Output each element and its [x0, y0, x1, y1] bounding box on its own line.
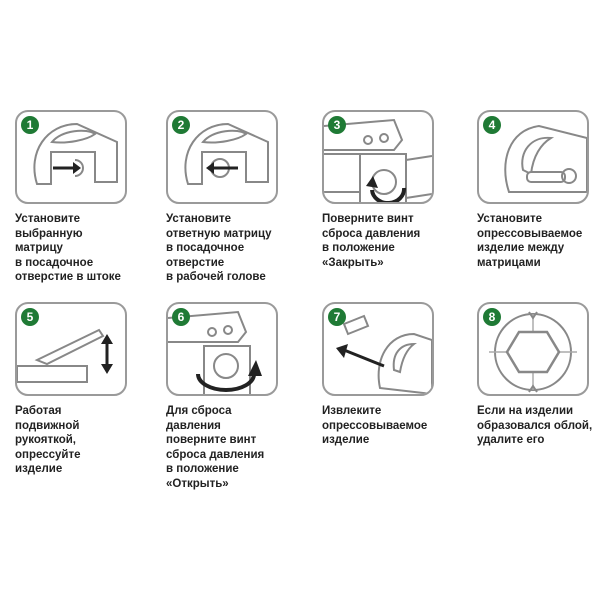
step-3-illustration: 3: [322, 110, 434, 204]
step-number-badge: 3: [328, 116, 346, 134]
step-number-badge: 5: [21, 308, 39, 326]
step-7-illustration: 7: [322, 302, 434, 396]
step-caption: Работая подвижной рукояткой, опрессуйте …: [15, 405, 81, 475]
step-5: 5 Работая подвижной рукояткой, опрессуйт…: [15, 302, 135, 477]
step-7: 7 Извлеките опрессовываемое изделие: [322, 302, 442, 448]
step-number-badge: 4: [483, 116, 501, 134]
step-5-illustration: 5: [15, 302, 127, 396]
crimp-head-die-insert-icon: [33, 122, 118, 185]
step-6: 6 Для сброса давления поверните винт сбр…: [166, 302, 286, 491]
step-1: 1 Установите выбранную матрицу в посадоч…: [15, 110, 135, 285]
place-workpiece-icon: [504, 124, 587, 193]
step-2: 2 Установите ответную матрицу в посадочн…: [166, 110, 286, 285]
step-caption: Установите ответную матрицу в посадочное…: [166, 213, 272, 283]
step-4-illustration: 4: [477, 110, 589, 204]
step-4: 4 Установите опрессовываемое изделие меж…: [477, 110, 597, 270]
step-6-illustration: 6: [166, 302, 278, 396]
step-caption: Если на изделии образовался облой, удали…: [477, 405, 593, 446]
pump-handle-icon: [17, 328, 113, 383]
step-number-badge: 1: [21, 116, 39, 134]
step-8: 8 Если на изделии образовался облой, уда…: [477, 302, 597, 448]
step-3: 3 Поверните винт сброса давления в полож…: [322, 110, 442, 270]
step-caption: Установите опрессовываемое изделие между…: [477, 213, 583, 269]
step-caption: Извлеките опрессовываемое изделие: [322, 405, 428, 446]
step-number-badge: 2: [172, 116, 190, 134]
step-number-badge: 8: [483, 308, 501, 326]
step-number-badge: 7: [328, 308, 346, 326]
step-8-illustration: 8: [477, 302, 589, 396]
hexagon-crimp-flash-icon: [489, 311, 577, 393]
step-number-badge: 6: [172, 308, 190, 326]
step-2-illustration: 2: [166, 110, 278, 204]
crimp-head-die-insert-icon: [184, 122, 269, 185]
step-caption: Поверните винт сброса давления в положен…: [322, 213, 421, 269]
remove-workpiece-icon: [336, 314, 432, 394]
step-caption: Установите выбранную матрицу в посадочно…: [15, 213, 121, 283]
step-1-illustration: 1: [15, 110, 127, 204]
step-caption: Для сброса давления поверните винт сброс…: [166, 405, 265, 490]
